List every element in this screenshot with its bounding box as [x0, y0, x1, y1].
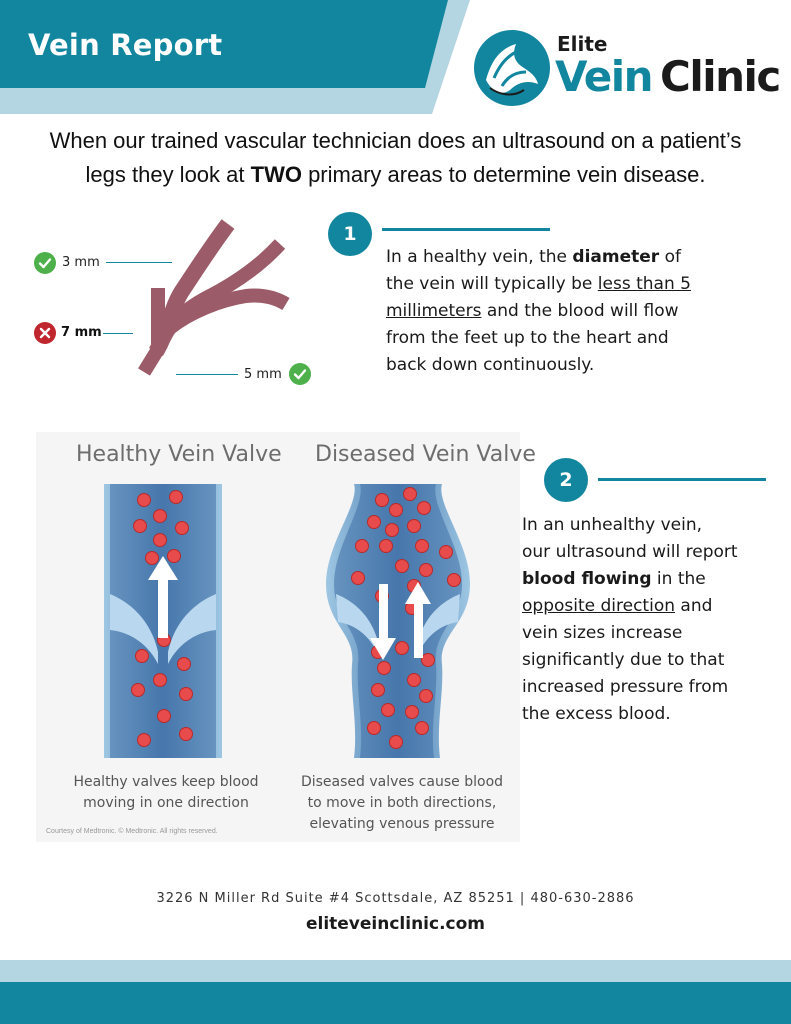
logo-mark-icon [474, 30, 550, 106]
label-5mm: 5 mm [244, 367, 282, 382]
vein-diameter-diagram [138, 219, 290, 376]
intro-text: When our trained vascular technician doe… [0, 124, 791, 192]
diseased-valve-caption: Diseased valves cause blood to move in b… [300, 774, 504, 832]
check-icon [34, 252, 56, 274]
image-credit: Courtesy of Medtronic. © Medtronic. All … [46, 828, 218, 835]
cross-icon [34, 322, 56, 344]
page-title: Vein Report [28, 28, 223, 62]
label-7mm: 7 mm [61, 325, 102, 340]
leader-line-7mm [103, 333, 133, 334]
healthy-vein-illustration [104, 484, 222, 758]
section-1-divider [382, 228, 550, 231]
section-1-number: 1 [328, 212, 372, 256]
header-band [0, 0, 470, 114]
section-2-divider [598, 478, 766, 481]
section-2-number: 2 [544, 458, 588, 502]
leader-line-3mm [106, 262, 172, 263]
logo-clinic-text: Clinic [660, 52, 781, 101]
logo-elite-text: Elite [557, 32, 608, 56]
diseased-valve-title: Diseased Vein Valve [315, 442, 536, 467]
healthy-valve-title: Healthy Vein Valve [76, 442, 282, 467]
footer-address: 3226 N Miller Rd Suite #4 Scottsdale, AZ… [156, 891, 635, 906]
diseased-vein-illustration [326, 484, 470, 758]
logo-vein-text: Vein [555, 52, 654, 101]
footer-website-link[interactable]: eliteveinclinic.com [305, 914, 486, 934]
intro-line-2: legs they look at TWO primary areas to d… [85, 162, 706, 187]
healthy-valve-caption: Healthy valves keep blood moving in one … [73, 774, 259, 811]
footer-band [0, 960, 791, 1024]
leader-line-5mm [176, 374, 238, 375]
intro-line-1: When our trained vascular technician doe… [49, 128, 742, 153]
section-1-text: In a healthy vein, the diameter of the v… [386, 247, 691, 375]
section-2-text: In an unhealthy vein, our ultrasound wil… [522, 515, 738, 724]
check-icon [289, 363, 311, 385]
label-3mm: 3 mm [62, 255, 100, 270]
